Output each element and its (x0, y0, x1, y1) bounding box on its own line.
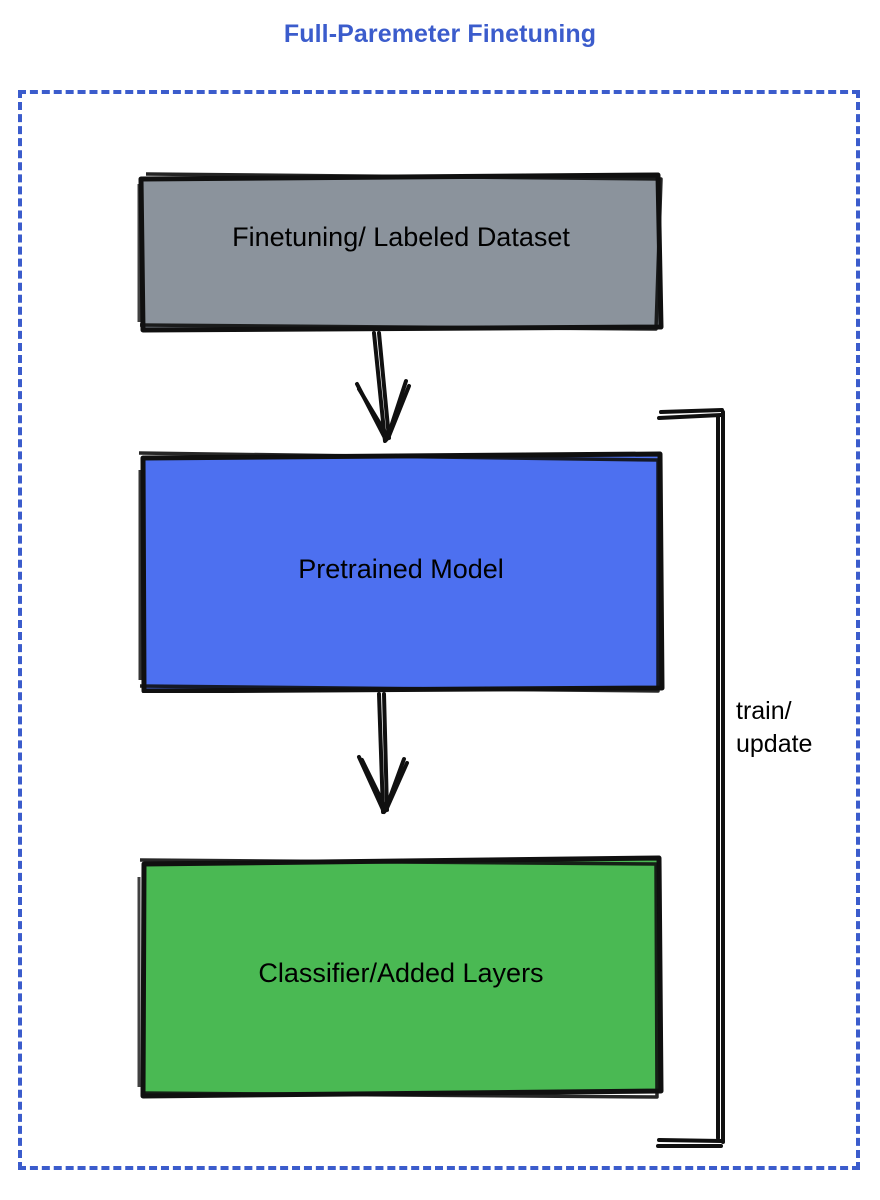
edge-label-line-2: update (736, 730, 813, 758)
edge-pretrained-to-classifier (357, 692, 409, 814)
pretrained-box-shape (138, 451, 665, 693)
node-label-pretrained: Pretrained Model (298, 553, 504, 584)
edge-label-train-update: train/ update (736, 695, 846, 761)
node-label-classifier: Classifier/Added Layers (258, 958, 544, 989)
page-title: Full-Paremeter Finetuning (283, 20, 597, 48)
node-finetuning-labeled-dataset[interactable]: Finetuning/ Labeled Dataset (137, 170, 665, 333)
node-label-dataset: Finetuning/ Labeled Dataset (232, 222, 570, 252)
edge-dataset-to-pretrained (355, 331, 411, 443)
edge-feedback-loop (656, 408, 725, 1148)
node-pretrained-model[interactable]: Pretrained Model (137, 450, 665, 693)
classifier-box-shape (137, 855, 664, 1099)
edge-label-line-1: train/ (736, 697, 792, 725)
node-classifier-added-layers[interactable]: Classifier/Added Layers (137, 855, 665, 1099)
dataset-box-shape (137, 172, 664, 333)
